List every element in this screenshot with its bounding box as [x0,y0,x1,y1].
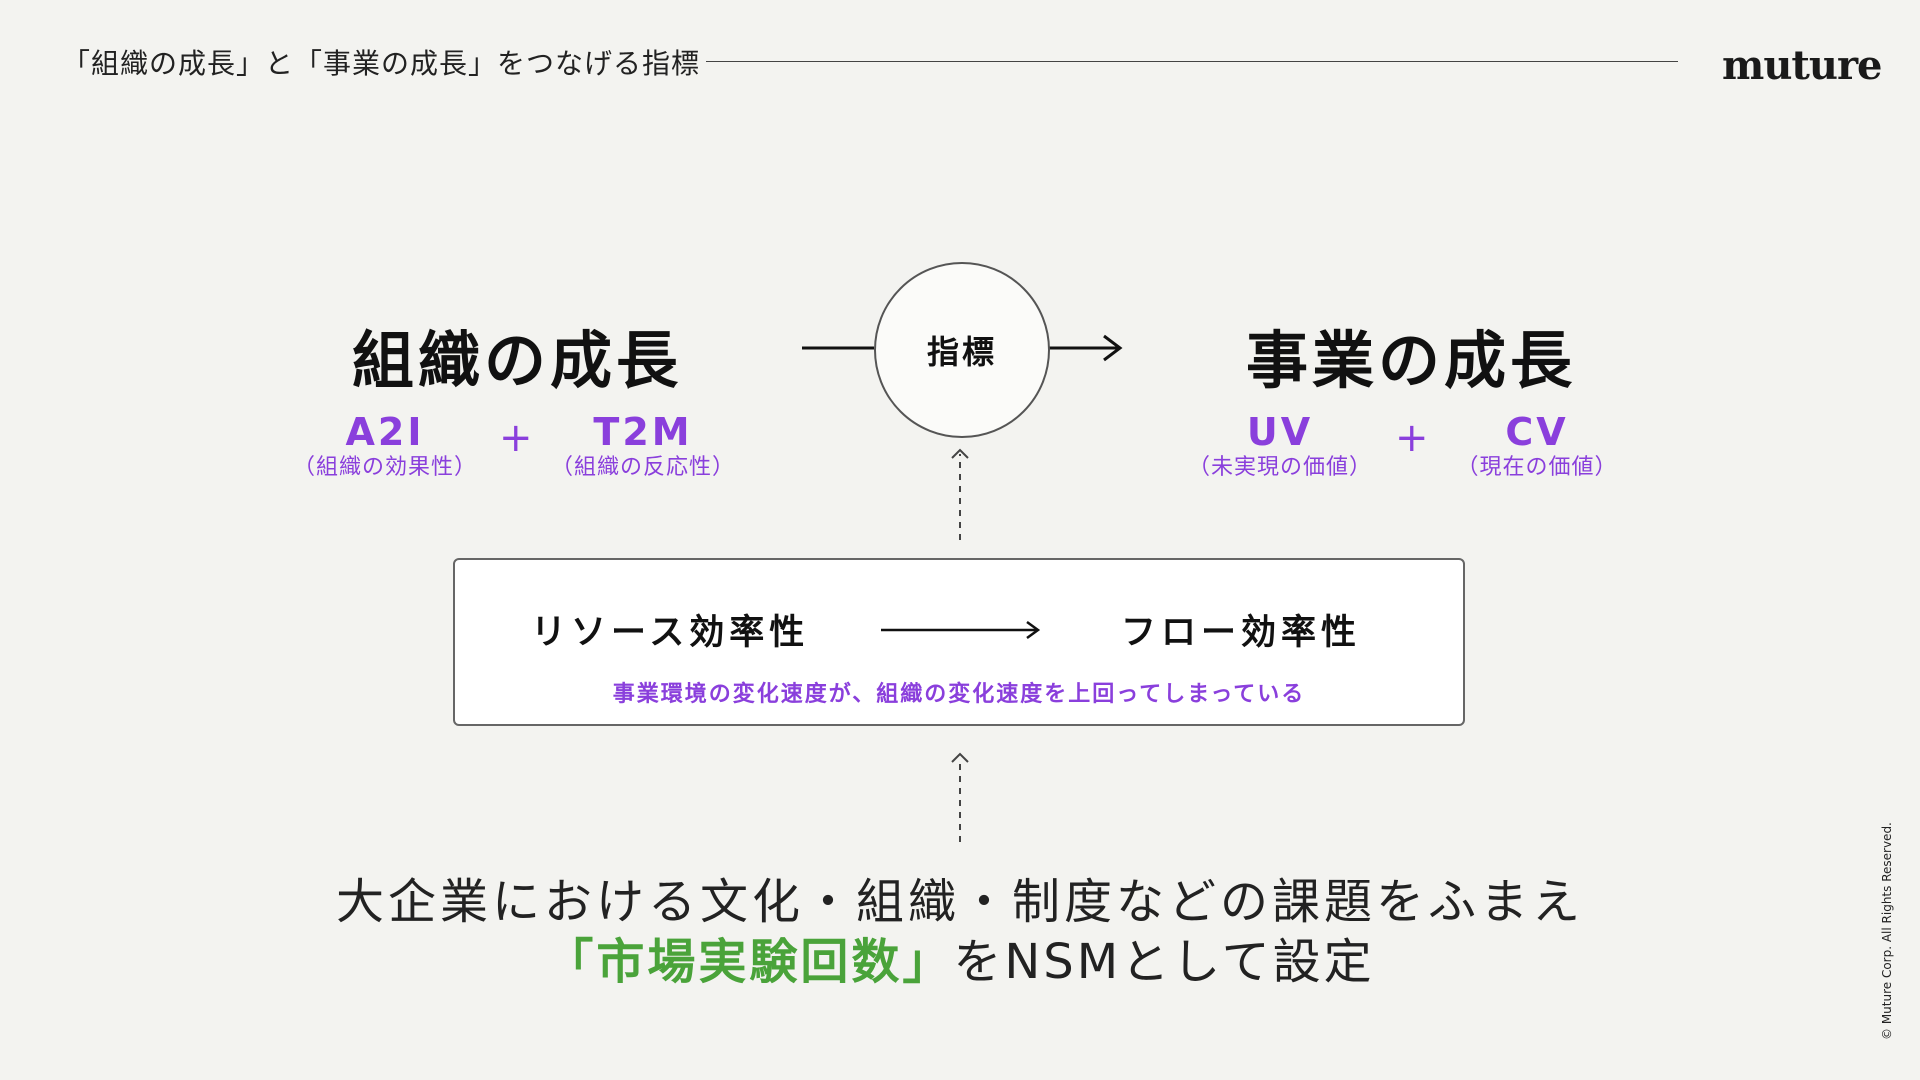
indicator-label: 指標 [926,333,997,371]
copyright-notice: © Muture Corp. All Rights Reserved. [1880,822,1894,1040]
metric-t2m: T2M （組織の反応性） [548,410,738,482]
right-arrowhead [1103,334,1123,362]
metric-description: （組織の効果性） [292,455,477,480]
metric-description: （組織の反応性） [550,455,735,480]
upper-dashed-arrowhead [951,448,969,459]
business-growth-title: 事業の成長 [1246,324,1577,397]
org-growth-title: 組織の成長 [352,324,683,397]
brand-logo: muture [1722,42,1882,89]
nsm-rest: をNSMとして設定 [953,934,1375,990]
box-note: 事業環境の変化速度が、組織の変化速度を上回ってしまっている [612,682,1306,707]
metric-description: （未実現の価値） [1187,455,1372,480]
flow-efficiency-label: フロー効率性 [1121,613,1362,653]
metric-description: （現在の価値） [1456,455,1618,480]
page-title: 「組織の成長」と「事業の成長」をつなげる指標 [62,47,701,80]
nsm-highlight: 「市場実験回数」 [545,934,954,990]
bottom-statement-line2: 「市場実験回数」をNSMとして設定 [0,922,1920,992]
plus-sign-left: + [499,415,533,461]
metric-a2i: A2I （組織の効果性） [290,410,480,482]
indicator-circle: 指標 [874,262,1050,438]
lower-dashed-arrowhead [951,752,969,763]
metric-code: A2I [345,410,425,454]
metric-cv: CV （現在の価値） [1442,410,1632,482]
efficiency-box: リソース効率性 フロー効率性 事業環境の変化速度が、組織の変化速度を上回ってしま… [453,558,1465,726]
efficiency-arrowhead [1026,620,1041,640]
metric-code: T2M [593,410,693,454]
plus-sign-right: + [1395,415,1429,461]
metric-code: UV [1246,410,1314,454]
header-divider [706,61,1678,62]
bottom-statement-line1: 大企業における文化・組織・制度などの課題をふまえ [335,874,1584,930]
resource-efficiency-label: リソース効率性 [531,613,810,653]
efficiency-arrow [881,620,1041,640]
metric-uv: UV （未実現の価値） [1185,410,1375,482]
metric-code: CV [1505,410,1569,454]
